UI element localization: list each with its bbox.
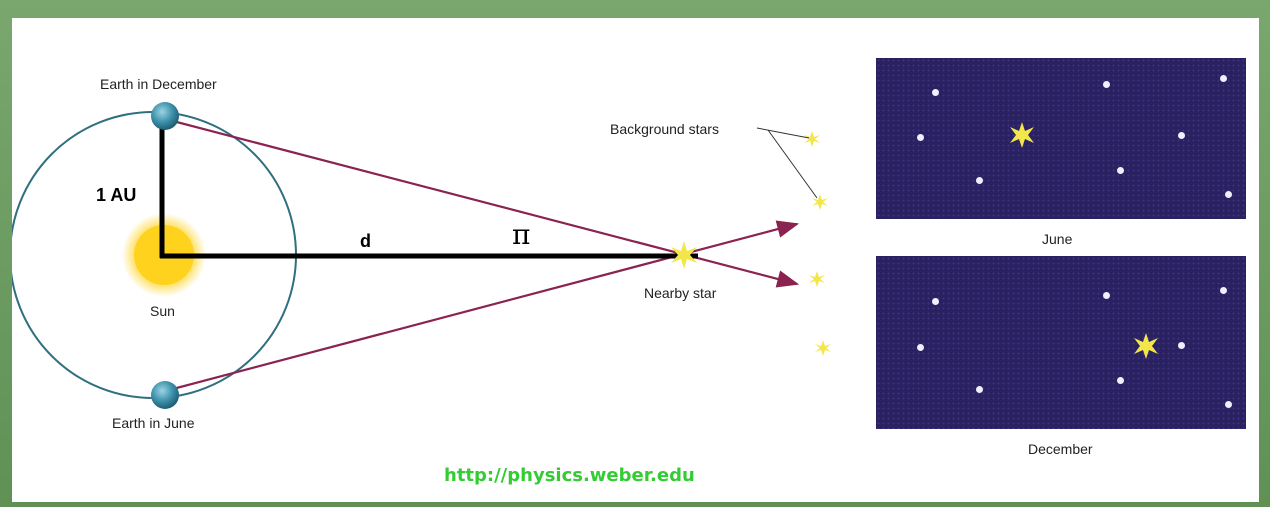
earth-june-icon (151, 381, 179, 409)
background-star-dot (976, 177, 983, 184)
background-star-dot (976, 386, 983, 393)
nearby-star-icon (671, 241, 697, 269)
source-url-link[interactable]: http://physics.weber.edu (444, 465, 695, 486)
distance-d-label: d (360, 231, 371, 251)
background-star-dot (1103, 292, 1110, 299)
parallax-angle-label: π (512, 218, 531, 251)
background-star-dot (1225, 191, 1232, 198)
one-au-label: 1 AU (96, 185, 137, 205)
background-star-dot (932, 89, 939, 96)
sun-label: Sun (150, 303, 175, 319)
background-star-dot (1117, 167, 1124, 174)
parallax-diagram (12, 102, 831, 409)
december-label: December (1028, 441, 1093, 457)
background-stars-pointer (767, 129, 818, 199)
background-star-dot (917, 344, 924, 351)
background-star-dot (1225, 401, 1232, 408)
earth-june-label: Earth in June (112, 415, 195, 431)
background-star-dot (932, 298, 939, 305)
nearby-star-label: Nearby star (644, 285, 717, 301)
background-star-icon (809, 271, 825, 287)
earth-december-label: Earth in December (100, 76, 217, 92)
june-sky-view (876, 58, 1246, 219)
background-star-dot (917, 134, 924, 141)
earth-december-icon (151, 102, 179, 130)
background-star-dot (1178, 342, 1185, 349)
nearby-star-icon (1134, 333, 1158, 359)
background-star-dot (1178, 132, 1185, 139)
background-star-dot (1220, 287, 1227, 294)
background-star-icon (804, 131, 820, 147)
background-star-icon (815, 340, 831, 356)
june-label: June (1042, 231, 1073, 247)
december-sky-view (876, 256, 1246, 429)
background-stars-pointer (756, 127, 810, 139)
nearby-star-icon (1010, 122, 1034, 148)
sight-line-december (168, 118, 800, 288)
diagram-panel: Earth in December Earth in June Sun 1 AU… (12, 18, 1259, 502)
background-star-icon (812, 194, 828, 210)
background-stars-label: Background stars (610, 121, 719, 137)
sight-line-june (168, 220, 800, 392)
background-star-dot (1220, 75, 1227, 82)
background-star-dot (1103, 81, 1110, 88)
background-star-dot (1117, 377, 1124, 384)
